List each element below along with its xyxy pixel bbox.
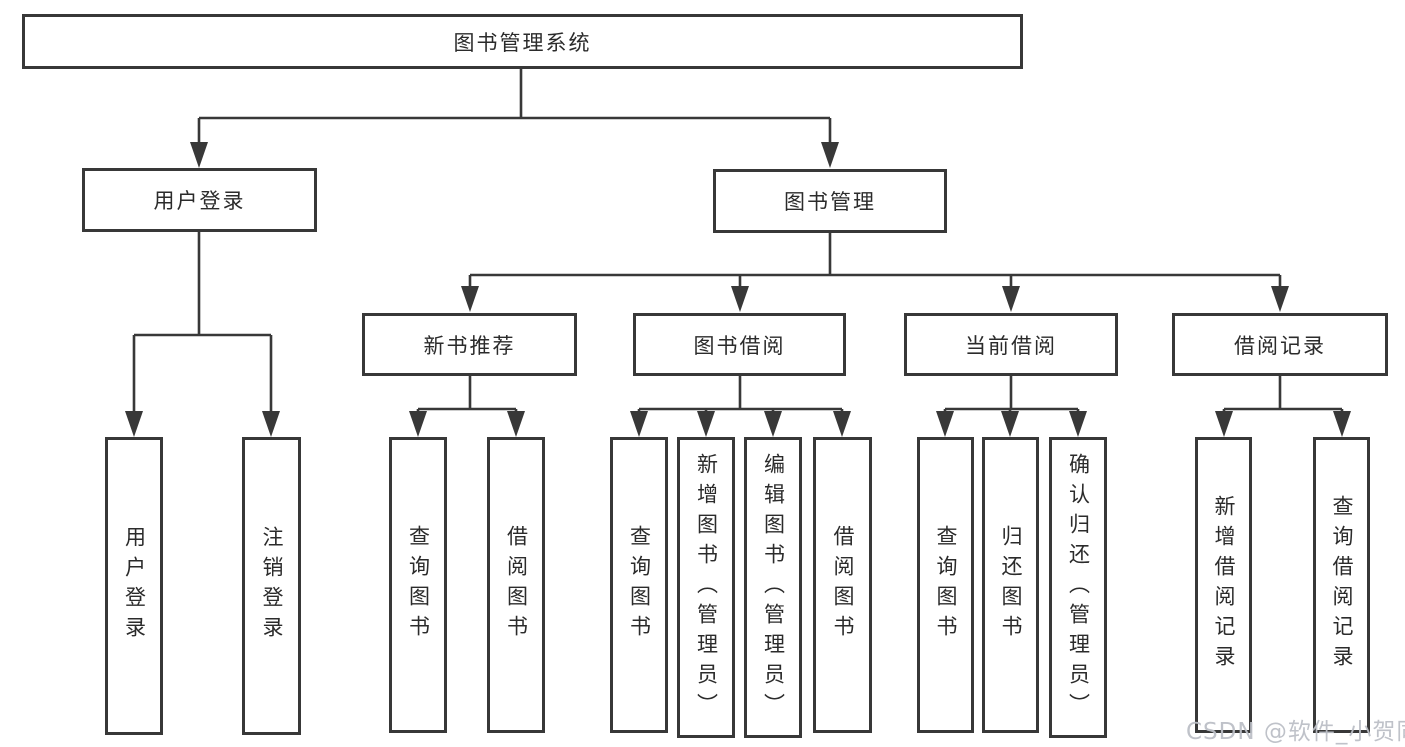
node-label: 新增借阅记录 bbox=[1212, 495, 1236, 675]
leaf-edit-book-admin: 编辑图书（管理员） bbox=[744, 437, 802, 738]
node-label: 图书借阅 bbox=[693, 333, 786, 358]
leaf-add-book-admin: 新增图书（管理员） bbox=[677, 437, 735, 738]
node-user-login: 用户登录 bbox=[82, 168, 317, 232]
node-label: 归还图书 bbox=[999, 525, 1023, 645]
node-label: 查询借阅记录 bbox=[1330, 495, 1354, 675]
node-root-system: 图书管理系统 bbox=[22, 14, 1023, 69]
leaf-return-book: 归还图书 bbox=[982, 437, 1039, 733]
leaf-add-borrow-record: 新增借阅记录 bbox=[1195, 437, 1252, 733]
node-label: 图书管理 bbox=[784, 190, 876, 214]
leaf-query-books-current: 查询图书 bbox=[917, 437, 974, 733]
node-label: 用户登录 bbox=[122, 526, 147, 646]
leaf-query-books-recommend: 查询图书 bbox=[389, 437, 447, 733]
node-borrow-records: 借阅记录 bbox=[1172, 313, 1388, 376]
node-label: 借阅图书 bbox=[831, 525, 855, 645]
node-label: 借阅图书 bbox=[504, 525, 529, 645]
node-label: 图书管理系统 bbox=[453, 30, 592, 55]
leaf-user-login: 用户登录 bbox=[105, 437, 163, 735]
node-label: 当前借阅 bbox=[965, 333, 1057, 358]
leaf-query-borrow-record: 查询借阅记录 bbox=[1313, 437, 1370, 733]
node-label: 新增图书（管理员） bbox=[694, 452, 719, 723]
leaf-borrow-books: 借阅图书 bbox=[813, 437, 872, 733]
node-label: 借阅记录 bbox=[1234, 333, 1326, 358]
node-label: 编辑图书（管理员） bbox=[761, 452, 786, 723]
node-label: 查询图书 bbox=[627, 525, 652, 645]
leaf-confirm-return-admin: 确认归还（管理员） bbox=[1049, 437, 1107, 738]
node-label: 确认归还（管理员） bbox=[1066, 452, 1091, 723]
leaf-borrow-books-recommend: 借阅图书 bbox=[487, 437, 545, 733]
leaf-query-books-borrow: 查询图书 bbox=[610, 437, 668, 733]
node-label: 注销登录 bbox=[260, 526, 284, 646]
node-new-book-recommend: 新书推荐 bbox=[362, 313, 577, 376]
leaf-logout: 注销登录 bbox=[242, 437, 301, 735]
node-label: 查询图书 bbox=[406, 525, 431, 645]
csdn-watermark: CSDN @软件_小贺同学 bbox=[1186, 719, 1405, 745]
node-current-borrow: 当前借阅 bbox=[904, 313, 1118, 376]
node-label: 用户登录 bbox=[153, 189, 246, 213]
node-book-borrow: 图书借阅 bbox=[633, 313, 846, 376]
node-book-management: 图书管理 bbox=[713, 169, 947, 233]
node-label: 查询图书 bbox=[934, 525, 958, 645]
node-label: 新书推荐 bbox=[423, 333, 516, 358]
